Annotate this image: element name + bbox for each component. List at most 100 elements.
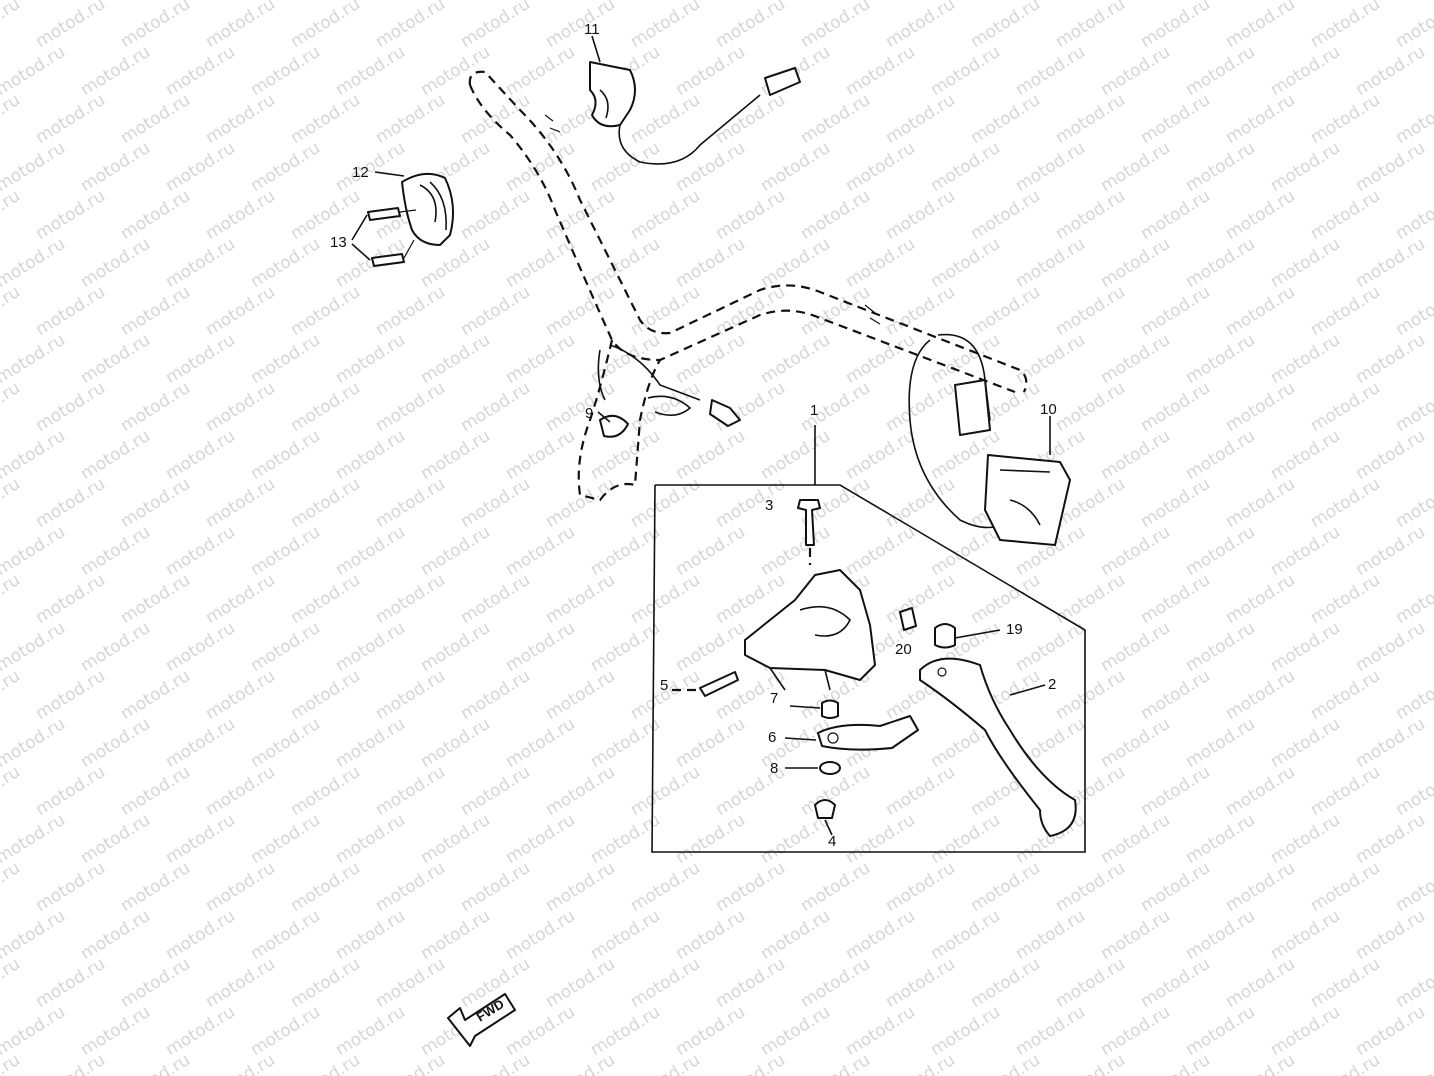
watermark-text: motod.ru — [117, 378, 194, 436]
master-cylinder-assembly-box — [651, 425, 1086, 853]
watermark-text: motod.ru — [417, 810, 494, 868]
screws-13 — [367, 207, 417, 267]
watermark-text: motod.ru — [927, 522, 1004, 580]
watermark-text: motod.ru — [502, 906, 579, 964]
nut-4 — [814, 799, 836, 836]
watermark-text: motod.ru — [1012, 234, 1089, 292]
watermark-text: motod.ru — [287, 762, 364, 820]
watermark-text: motod.ru — [162, 618, 239, 676]
watermark-text: motod.ru — [1182, 138, 1259, 196]
watermark-text: motod.ru — [672, 618, 749, 676]
watermark-text: motod.ru — [1097, 138, 1174, 196]
watermark-text: motod.ru — [967, 186, 1044, 244]
watermark-text: motod.ru — [502, 810, 579, 868]
watermark-text: motod.ru — [77, 234, 154, 292]
watermark-text: motod.ru — [332, 618, 409, 676]
watermark-text: motod.ru — [797, 282, 874, 340]
watermark-text: motod.ru — [1222, 858, 1299, 916]
watermark-text: motod.ru — [587, 1002, 664, 1060]
watermark-text: motod.ru — [1267, 1002, 1344, 1060]
watermark-text: motod.ru — [757, 522, 834, 580]
watermark-text: motod.ru — [32, 186, 109, 244]
watermark-text: motod.ru — [1307, 378, 1384, 436]
watermark-text: motod.ru — [1222, 378, 1299, 436]
callout-labels: 11 12 13 9 1 10 3 19 20 2 5 7 6 8 4 — [330, 21, 1057, 850]
watermark-text: motod.ru — [457, 1050, 534, 1076]
watermark-text: motod.ru — [1097, 522, 1174, 580]
switch-housing-12 — [401, 172, 455, 246]
callout-7: 7 — [770, 690, 778, 707]
watermark-text: motod.ru — [627, 762, 704, 820]
watermark-text: motod.ru — [797, 858, 874, 916]
watermark-text: motod.ru — [797, 378, 874, 436]
watermark-text: motod.ru — [247, 42, 324, 100]
watermark-text: motod.ru — [0, 186, 24, 244]
watermark-text: motod.ru — [117, 954, 194, 1012]
watermark-text: motod.ru — [502, 42, 579, 100]
watermark-text: motod.ru — [542, 858, 619, 916]
watermark-text: motod.ru — [77, 42, 154, 100]
watermark-text: motod.ru — [1307, 90, 1384, 148]
watermark-text: motod.ru — [1267, 42, 1344, 100]
watermark-text: motod.ru — [1352, 522, 1429, 580]
watermark-text: motod.ru — [502, 522, 579, 580]
callout-6: 6 — [768, 729, 776, 746]
watermark-text: motod.ru — [1392, 90, 1434, 148]
watermark-text: motod.ru — [1222, 282, 1299, 340]
watermark-text: motod.ru — [1222, 186, 1299, 244]
watermark-text: motod.ru — [162, 426, 239, 484]
watermark-text: motod.ru — [587, 426, 664, 484]
watermark-text: motod.ru — [0, 378, 24, 436]
watermark-text: motod.ru — [967, 954, 1044, 1012]
watermark-text: motod.ru — [1392, 858, 1434, 916]
watermark-text: motod.ru — [542, 570, 619, 628]
watermark-text: motod.ru — [32, 666, 109, 724]
watermark-text: motod.ru — [1392, 186, 1434, 244]
watermark-text: motod.ru — [372, 1050, 449, 1076]
watermark-text: motod.ru — [757, 906, 834, 964]
watermark-text: motod.ru — [882, 762, 959, 820]
watermark-text: motod.ru — [1012, 330, 1089, 388]
handlebar-switch-right-11 — [589, 61, 801, 165]
watermark-text: motod.ru — [1012, 138, 1089, 196]
watermark-text: motod.ru — [0, 90, 24, 148]
watermark-text: motod.ru — [332, 906, 409, 964]
watermark-text: motod.ru — [1267, 618, 1344, 676]
watermark-text: motod.ru — [1052, 858, 1129, 916]
watermark-text: motod.ru — [587, 618, 664, 676]
watermark-text: motod.ru — [117, 1050, 194, 1076]
watermark-text: motod.ru — [32, 90, 109, 148]
watermark-text: motod.ru — [287, 378, 364, 436]
watermark-text: motod.ru — [502, 618, 579, 676]
watermark-text: motod.ru — [1307, 474, 1384, 532]
watermark-text: motod.ru — [202, 90, 279, 148]
watermark-text: motod.ru — [417, 714, 494, 772]
watermark-text: motod.ru — [202, 1050, 279, 1076]
watermark-text: motod.ru — [927, 42, 1004, 100]
watermark-text: motod.ru — [927, 234, 1004, 292]
watermark-text: motod.ru — [372, 570, 449, 628]
watermark-text: motod.ru — [627, 282, 704, 340]
cable-clamp-9 — [597, 344, 741, 438]
watermark-text: motod.ru — [1352, 1002, 1429, 1060]
watermark-text: motod.ru — [372, 0, 449, 52]
watermark-text: motod.ru — [1392, 954, 1434, 1012]
watermark-text: motod.ru — [162, 1002, 239, 1060]
clip-20 — [899, 607, 917, 631]
watermark-text: motod.ru — [162, 42, 239, 100]
watermark-text: motod.ru — [672, 42, 749, 100]
watermark-text: motod.ru — [1182, 330, 1259, 388]
watermark-text: motod.ru — [842, 330, 919, 388]
watermark-text: motod.ru — [287, 474, 364, 532]
watermark-text: motod.ru — [627, 1050, 704, 1076]
watermark-text: motod.ru — [542, 666, 619, 724]
watermark-text: motod.ru — [882, 90, 959, 148]
watermark-text: motod.ru — [287, 186, 364, 244]
watermark-text: motod.ru — [967, 90, 1044, 148]
watermark-text: motod.ru — [417, 906, 494, 964]
watermark-text: motod.ru — [162, 138, 239, 196]
watermark-text: motod.ru — [672, 1002, 749, 1060]
watermark-text: motod.ru — [372, 282, 449, 340]
watermark-text: motod.ru — [332, 1002, 409, 1060]
